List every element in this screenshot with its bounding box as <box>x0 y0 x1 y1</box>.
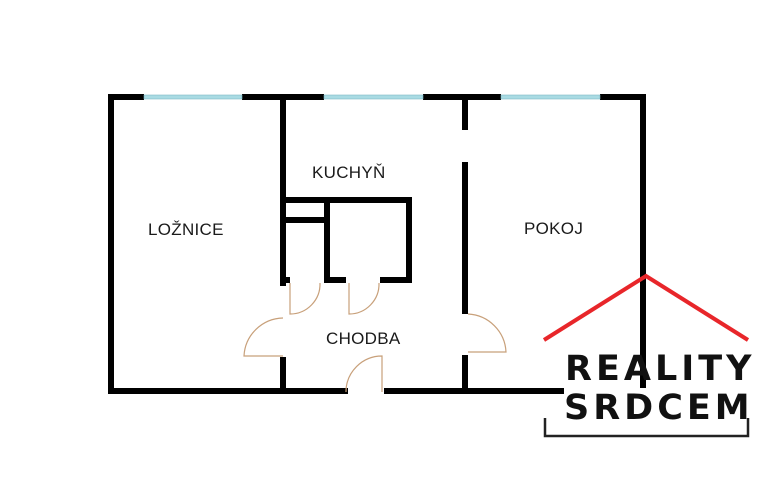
brand-logo <box>542 273 750 438</box>
room-label-chodba: CHODBA <box>326 329 401 348</box>
bracket-icon <box>543 418 750 438</box>
room-label-kuchyn: KUCHYŇ <box>312 163 386 182</box>
brand-line-2: SRDCEM <box>564 388 754 428</box>
window-loznice <box>143 94 243 100</box>
doors <box>243 282 507 393</box>
room-label-loznice: LOŽNICE <box>148 220 224 239</box>
windows <box>143 94 601 100</box>
roof-icon <box>542 273 750 342</box>
brand-line-1: REALITY <box>565 349 756 389</box>
window-kuchyn <box>323 94 424 100</box>
room-label-pokoj: POKOJ <box>524 219 584 238</box>
window-pokoj <box>500 94 601 100</box>
walls <box>108 94 646 394</box>
